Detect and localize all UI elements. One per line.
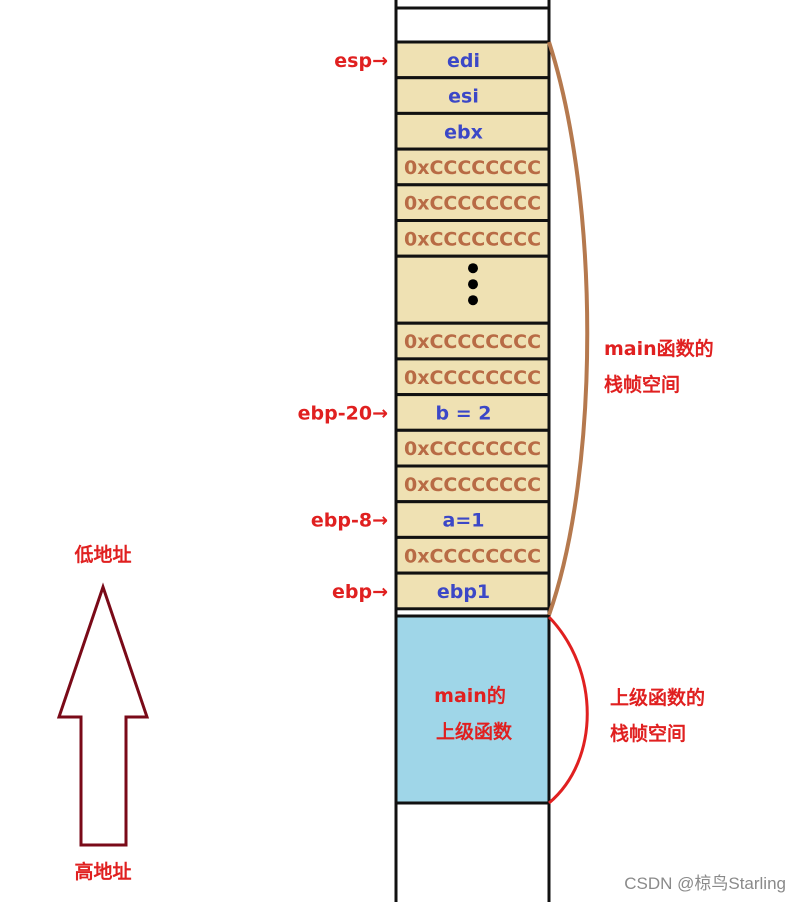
- stack-cell-label: 0xCCCCCCCC: [404, 157, 541, 179]
- stack-cell-label: edi: [447, 50, 480, 72]
- parent-frame-brace: [547, 615, 589, 805]
- ellipsis-dot: [468, 295, 478, 306]
- main-frame-brace: [547, 41, 590, 616]
- stack-cell-label: a=1: [443, 510, 485, 532]
- stack-cell: [394, 464, 551, 504]
- stack-cell: [394, 76, 551, 115]
- pointer-label: ebp-8→: [311, 510, 388, 532]
- low-address-label: 低地址: [73, 543, 131, 566]
- stack-cell-label: 0xCCCCCCCC: [404, 331, 541, 353]
- stack-cell-label: 0xCCCCCCCC: [404, 193, 541, 215]
- stack-cell-label: esi: [448, 86, 479, 108]
- stack-cells: edi esi ebx 0xCCCCCCCC 0xCCCCCCCC 0xCCCCCCCC 0…: [394, 40, 551, 611]
- pointer-label: ebp→: [332, 581, 388, 603]
- pointer-labels: esp→ ebp-20→ ebp-8→ ebp→: [298, 50, 388, 603]
- main-frame-label-line1: main函数的: [604, 337, 714, 360]
- ellipsis-dot: [468, 263, 478, 274]
- stack-cell-label: 0xCCCCCCCC: [404, 228, 541, 250]
- stack-cell: [394, 535, 551, 575]
- ellipsis-dot: [468, 279, 478, 290]
- parent-frame-label-line2: 栈帧空间: [610, 722, 686, 745]
- parent-frame-block: [394, 614, 551, 805]
- watermark: CSDN @椋鸟Starling: [624, 874, 786, 893]
- stack-cell-label: b = 2: [436, 402, 492, 424]
- stack-cell-label: ebx: [444, 121, 483, 143]
- stack-cell: [394, 40, 551, 80]
- stack-cell: [394, 393, 551, 432]
- up-arrow-icon: [56, 582, 150, 847]
- stack-cell: [394, 571, 551, 611]
- pointer-label: ebp-20→: [298, 402, 388, 424]
- stack-cell-label: 0xCCCCCCCC: [404, 545, 541, 567]
- parent-block-label-line1: main的: [434, 684, 506, 707]
- high-address-label: 高地址: [74, 860, 131, 883]
- stack-cell-label: 0xCCCCCCCC: [404, 474, 541, 496]
- main-frame-label-line2: 栈帧空间: [604, 373, 680, 396]
- stack-cell-label: 0xCCCCCCCC: [404, 367, 541, 389]
- stack-cell-label: ebp1: [437, 581, 490, 603]
- parent-block-label-line2: 上级函数: [436, 720, 513, 743]
- pointer-label: esp→: [334, 50, 388, 72]
- stack-cell-label: 0xCCCCCCCC: [404, 438, 541, 460]
- stack-cell: [394, 111, 551, 151]
- stack-cell: [394, 357, 551, 397]
- stack-cell: [394, 321, 551, 361]
- parent-frame-label-line1: 上级函数的: [610, 686, 705, 709]
